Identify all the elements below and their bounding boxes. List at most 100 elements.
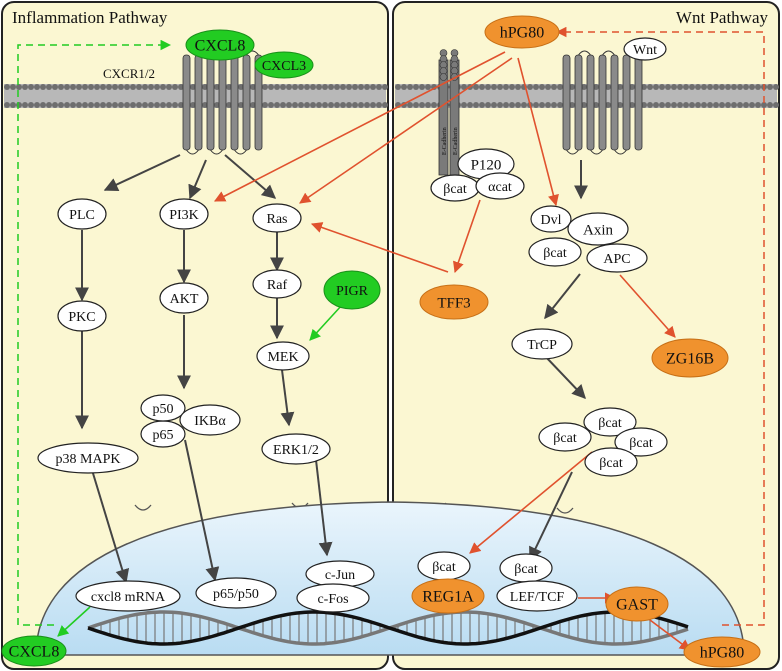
wnt-node: Wnt <box>623 37 667 61</box>
nucleus <box>35 501 745 656</box>
ras-label: Ras <box>267 212 288 227</box>
bcat-c3-node: βcat <box>614 427 668 457</box>
p38-node: p38 MAPK <box>37 442 139 474</box>
tff3-to-ras-arrow <box>310 222 449 273</box>
right-panel-title: Wnt Pathway <box>676 8 769 27</box>
raf-node: Raf <box>252 269 302 299</box>
cxcl8mrna-to-cxcl8-arrow <box>57 606 91 637</box>
axin-node: Axin <box>567 212 629 246</box>
dna-helix <box>87 610 689 646</box>
cjun-label: c-Jun <box>325 568 355 583</box>
cxcl8-bottom-label: CXCL8 <box>9 644 60 661</box>
mek-to-erk-arrow <box>280 369 295 427</box>
bcat-c1-label: βcat <box>598 416 622 431</box>
cxcl8-top-label: CXCL8 <box>195 38 246 55</box>
raf-label: Raf <box>267 278 288 293</box>
ikba-node: IKBα <box>179 404 241 436</box>
bcat-c4-label: βcat <box>599 456 623 471</box>
erk-node: ERK1/2 <box>261 433 331 465</box>
cjun-node: c-Jun <box>305 560 375 588</box>
hpg80-bottom-node: hPG80 <box>683 636 761 668</box>
apc-to-zg16b-arrow <box>619 274 676 338</box>
hpg80-top-label: hPG80 <box>500 25 544 42</box>
e-cadherin: E-Cadherin E-Cadherin <box>438 49 460 176</box>
receptors <box>182 50 643 155</box>
gast-label: GAST <box>616 597 658 614</box>
trcp-node: TrCP <box>511 328 573 360</box>
receptor-to-plc-arrow <box>103 154 181 192</box>
bcat-c3-label: βcat <box>629 436 653 451</box>
plc-label: PLC <box>69 208 95 223</box>
cxcr-receptor-label: CXCR1/2 <box>103 66 155 81</box>
dvl-label: Dvl <box>541 213 562 228</box>
reg1a-node: REG1A <box>411 578 485 614</box>
hpg80-to-pi3k-arrow <box>214 51 506 202</box>
hpg80-bottom-label: hPG80 <box>700 645 744 662</box>
acat-node: αcat <box>475 172 525 200</box>
zg16b-node: ZG16B <box>651 338 729 378</box>
akt-label: AKT <box>170 292 199 307</box>
cxcl8-feedback-dashed-arrow <box>17 39 172 626</box>
bcat-mem-node: βcat <box>430 174 480 202</box>
bcat-mem-label: βcat <box>443 182 467 197</box>
apc-to-trcp-arrow <box>544 273 581 320</box>
acat-label: αcat <box>488 180 512 195</box>
pi3k-node: PI3K <box>159 198 209 230</box>
leftcf-node: LEF/TCF <box>496 580 578 612</box>
receptor-to-ras-arrow <box>224 154 277 199</box>
bcat-dc-label: βcat <box>543 246 567 261</box>
left-panel-title: Inflammation Pathway <box>12 8 168 27</box>
trcp-to-bcat-cluster-arrow <box>544 355 586 400</box>
tff3-node: TFF3 <box>419 284 489 320</box>
bcat-n1-label: βcat <box>432 560 456 575</box>
bcat-dc-node: βcat <box>528 237 582 267</box>
cxcl3-node: CXCL3 <box>254 51 314 79</box>
mek-label: MEK <box>267 350 298 365</box>
p65p50-label: p65/p50 <box>213 587 259 602</box>
erk-to-cjun-arrow <box>315 459 333 557</box>
bcat-c4-node: βcat <box>584 447 638 477</box>
p65-label: p65 <box>153 428 174 443</box>
bcat-n2-label: βcat <box>514 562 538 577</box>
cxcl8-top-node: CXCL8 <box>185 29 255 61</box>
cxcl8-mrna-label: cxcl8 mRNA <box>91 590 166 605</box>
pigr-to-mek-arrow <box>309 304 343 341</box>
e-cadherin-label-b: E-Cadherin <box>453 127 459 155</box>
bcat-cluster-to-leftcf-arrow <box>529 471 573 562</box>
ikb-complex-to-p65p50-arrow <box>184 439 220 582</box>
hpg80-feedback-dashed-arrow <box>555 26 765 626</box>
cfos-node: c-Fos <box>296 583 370 613</box>
wnt-label: Wnt <box>633 43 657 58</box>
arrows <box>57 51 691 651</box>
erk-label: ERK1/2 <box>273 443 319 458</box>
bcat-c2-label: βcat <box>553 431 577 446</box>
apc-node: APC <box>586 243 648 273</box>
left-panel <box>1 1 389 670</box>
zg16b-label: ZG16B <box>666 351 714 368</box>
p50-label: p50 <box>153 402 174 417</box>
p65p50-node: p65/p50 <box>195 577 277 609</box>
cfos-label: c-Fos <box>317 592 348 607</box>
p50-node: p50 <box>140 394 186 422</box>
leftcf-label: LEF/TCF <box>510 590 565 605</box>
cxcl3-label: CXCL3 <box>262 59 306 74</box>
gast-node: GAST <box>605 586 669 622</box>
tff3-label: TFF3 <box>437 295 470 311</box>
trcp-label: TrCP <box>527 338 557 353</box>
apc-label: APC <box>603 252 630 267</box>
e-cadherin-label-a: E-Cadherin <box>442 127 448 155</box>
p38-label: p38 MAPK <box>56 452 121 467</box>
akt-node: AKT <box>159 282 209 314</box>
bcat-n1-node: βcat <box>417 551 471 581</box>
ras-node: Ras <box>252 203 302 233</box>
mek-node: MEK <box>256 341 310 371</box>
p120-label: P120 <box>471 157 502 173</box>
receptor-to-pi3k-arrow <box>188 159 207 200</box>
cadherin-complex-to-tff3-arrow <box>453 199 481 274</box>
p65-node: p65 <box>140 420 186 448</box>
reg1a-label: REG1A <box>422 589 474 606</box>
hpg80-to-ras-arrow <box>299 57 513 204</box>
plc-node: PLC <box>57 198 107 230</box>
cxcl8-mrna-node: cxcl8 mRNA <box>75 580 181 612</box>
